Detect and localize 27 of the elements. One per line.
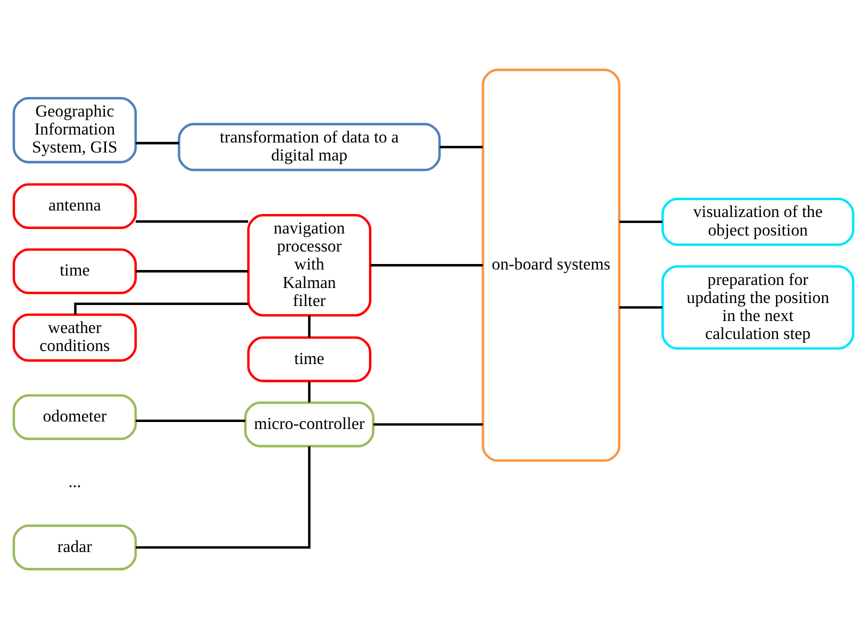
connector — [135, 141, 178, 144]
connector — [372, 422, 482, 426]
connector — [370, 264, 482, 266]
connector — [135, 446, 310, 548]
node-box: antenna — [12, 182, 136, 229]
node-box: navigation processor with Kalman filter — [246, 213, 371, 316]
connector — [618, 306, 662, 308]
node-box: odometer — [12, 394, 136, 440]
node-box: preparation for updating the position in the next calculation step — [660, 264, 854, 350]
node-box: Geographic Information System, GIS — [12, 96, 136, 163]
connector — [308, 380, 310, 402]
node-box: time — [12, 248, 136, 294]
connector — [308, 315, 310, 337]
node-box: visualization of the object position — [660, 197, 854, 246]
label: ... — [68, 471, 81, 490]
node-box: on-board systems — [481, 68, 620, 462]
node-box: time — [246, 336, 371, 382]
node-box: radar — [12, 524, 136, 570]
connector — [135, 419, 245, 422]
connector — [439, 145, 482, 148]
node-box: weather conditions — [12, 312, 136, 362]
connector — [618, 220, 662, 223]
node-box: transformation of data to a digital map — [177, 122, 440, 171]
node-box: micro-controller — [244, 401, 374, 447]
connector — [135, 220, 248, 222]
connector — [135, 270, 248, 272]
connector — [74, 302, 248, 314]
